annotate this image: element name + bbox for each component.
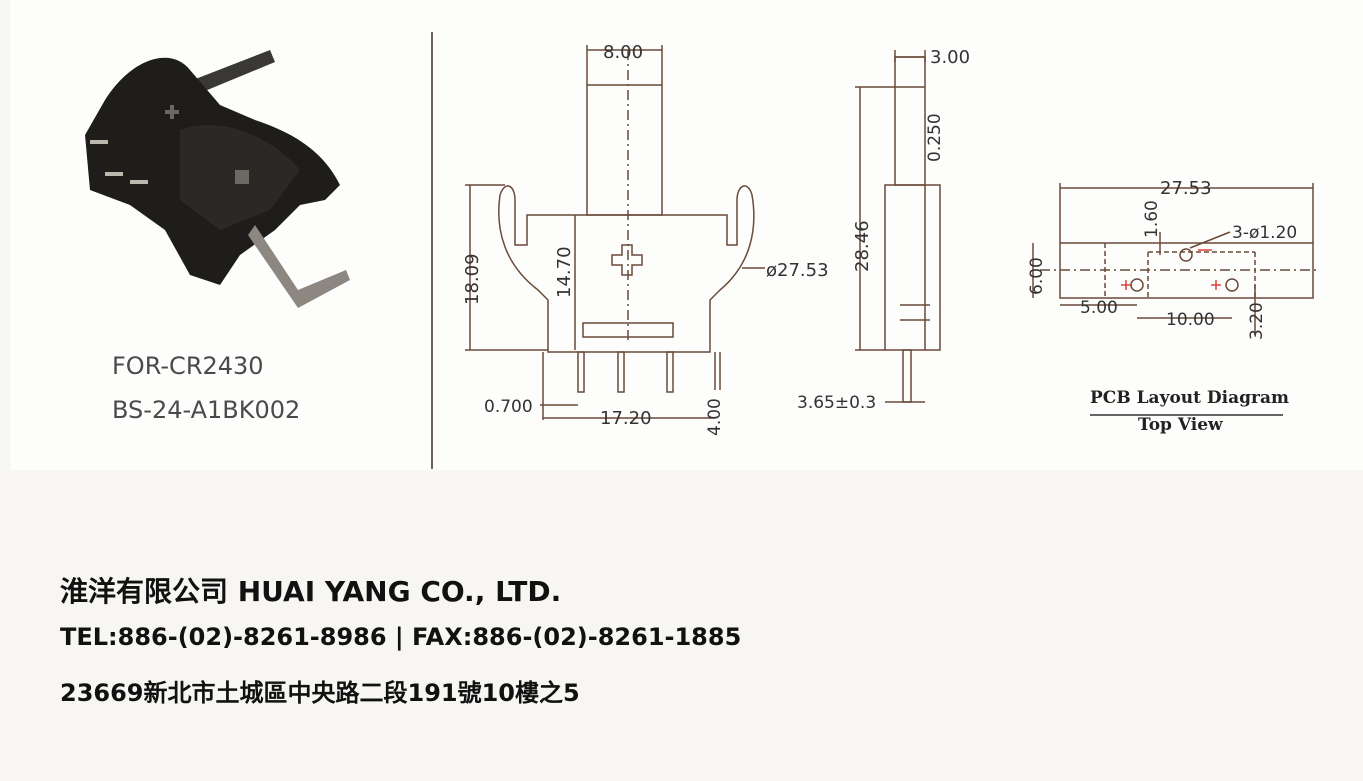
pin-middle <box>617 351 625 393</box>
dim-height-total: 18.09 <box>462 253 483 305</box>
side-tab <box>894 56 926 186</box>
technical-drawing: 8.00 18.09 14.70 ø27.53 0.700 17.20 4.00… <box>462 42 1320 436</box>
side-body <box>884 184 941 351</box>
dim-side-height: 28.46 <box>852 220 873 272</box>
dim-pcb-width: 27.53 <box>1160 178 1212 199</box>
pcb-hole-left <box>1130 278 1144 292</box>
dim-hole-spacing: 10.00 <box>1166 310 1215 330</box>
dim-top-width: 8.00 <box>603 42 643 63</box>
pcb-caption-sub: Top View <box>1138 415 1223 435</box>
dim-pin-thickness: 0.700 <box>484 397 533 417</box>
battery-holder-photo <box>85 50 350 308</box>
contact-plate <box>582 322 674 338</box>
pin-left <box>577 351 585 393</box>
dim-body-height: 14.70 <box>554 246 575 298</box>
pcb-hole-top <box>1179 248 1193 262</box>
dim-side-width: 3.00 <box>930 47 970 68</box>
pcb-caption-title: PCB Layout Diagram <box>1090 388 1289 408</box>
dim-pcb-height: 6.00 <box>1027 257 1047 295</box>
company-name: 淮洋有限公司 HUAI YANG CO., LTD. <box>60 575 562 608</box>
company-address: 23669新北市土城區中央路二段191號10樓之5 <box>60 679 580 707</box>
dim-pin-length: 4.00 <box>705 398 725 436</box>
side-pin <box>902 349 912 403</box>
plus-symbol <box>611 244 643 276</box>
dim-pcb-holes: 3-ø1.20 <box>1232 223 1297 243</box>
pcb-hole-right <box>1225 278 1239 292</box>
dim-pin-span: 17.20 <box>600 408 652 429</box>
top-tab <box>586 84 663 216</box>
dim-hole-y: 3.20 <box>1247 302 1267 340</box>
dim-diameter: ø27.53 <box>766 260 829 281</box>
pin-right <box>666 351 674 393</box>
dim-pcb-offset-y: 1.60 <box>1142 200 1162 238</box>
part-label-model: BS-24-A1BK002 <box>112 396 301 424</box>
part-label-battery: FOR-CR2430 <box>112 352 264 380</box>
dim-pcb-offset-x: 5.00 <box>1080 298 1118 318</box>
dim-pin-offset: 3.65±0.3 <box>797 393 876 413</box>
dim-tab-thickness: 0.250 <box>925 113 945 162</box>
contact-info: TEL:886-(02)-8261-8986 | FAX:886-(02)-82… <box>60 623 742 651</box>
vertical-divider <box>431 32 433 469</box>
holder-body <box>498 185 755 353</box>
